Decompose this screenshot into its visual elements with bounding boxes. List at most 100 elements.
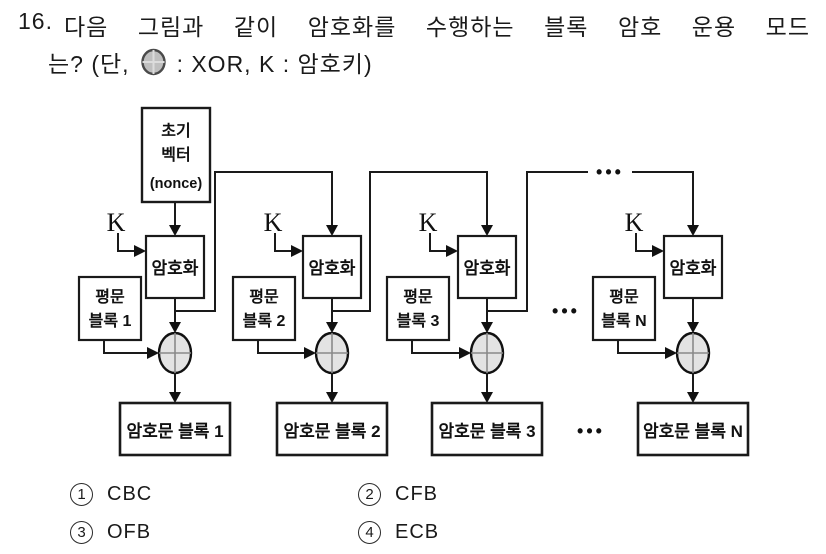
cipher-label-2: 암호문 블록 2 (283, 422, 380, 441)
feedback-line-into-encrypt4 (632, 171, 694, 225)
plain4-to-xor-arrow (665, 347, 677, 359)
plain3-to-xor-line (411, 340, 459, 354)
key-label-3: K (419, 208, 438, 237)
iv-line2: 벡터 (161, 146, 190, 164)
encrypt4-out-arrow (687, 322, 699, 333)
cipher-box-1 (118, 401, 232, 457)
plain3-line2: 블록 3 (397, 312, 440, 330)
option-4-number: 4 (358, 521, 381, 544)
key-arrow-1 (134, 245, 146, 257)
option-4: 4 ECB (358, 521, 439, 544)
plain4-line1: 평문 (609, 288, 639, 306)
encrypt-box-1 (144, 234, 206, 300)
question-line2-prefix: 는? (단, (48, 51, 130, 77)
feedback-arrow-into-encrypt4 (687, 225, 699, 236)
question-number: 16. (18, 8, 53, 34)
encrypt-label-4: 암호화 (670, 259, 717, 278)
xor-cross-2 (316, 333, 348, 373)
plain2-line2: 블록 2 (243, 312, 286, 330)
key-label-1: K (107, 208, 126, 237)
iv-line1: 초기 (161, 122, 190, 140)
key-elbow-1 (117, 233, 134, 252)
encrypt-label-1: 암호화 (152, 259, 199, 278)
key-elbow-3 (429, 233, 446, 252)
cipher-label-3: 암호문 블록 3 (438, 422, 535, 441)
plain-box-4 (591, 275, 657, 342)
cipher-box-2 (275, 401, 389, 457)
option-3-number: 3 (70, 521, 93, 544)
xor-cross-3 (471, 333, 503, 373)
key-elbow-2 (274, 233, 291, 252)
key-arrow-3 (446, 245, 458, 257)
feedback-arrow-into-encrypt2 (326, 225, 338, 236)
q-word: 다음 (64, 14, 109, 40)
iv-to-encrypt1-arrow (169, 225, 181, 236)
option-3: 3 OFB (70, 521, 151, 544)
cipher-box-3 (430, 401, 544, 457)
stage-2: K 암호화 평문 블록 2 암호문 블록 2 (231, 171, 493, 457)
key-arrow-4 (652, 245, 664, 257)
key-arrow-2 (291, 245, 303, 257)
q-word: 암호 (617, 14, 663, 40)
plain1-line1: 평문 (95, 288, 125, 306)
encrypt-label-2: 암호화 (309, 259, 356, 278)
plain4-to-xor-line (617, 340, 665, 354)
option-1: 1 CBC (70, 483, 152, 506)
encrypt-label-3: 암호화 (464, 259, 511, 278)
option-1-number: 1 (70, 483, 93, 506)
xor3-out-arrow (481, 392, 493, 403)
option-2-label: CFB (395, 483, 438, 505)
cipher-label-1: 암호문 블록 1 (126, 422, 223, 441)
option-3-label: OFB (107, 521, 152, 543)
encrypt2-out-arrow (326, 322, 338, 333)
plain1-line2: 블록 1 (89, 312, 132, 330)
ellipsis-bottom: ••• (577, 421, 605, 441)
xor-cross-4 (677, 333, 709, 373)
stage-4: K 암호화 평문 블록 N 암호문 블록 N (591, 208, 750, 457)
plain-box-2 (231, 275, 297, 342)
ellipsis-middle: ••• (552, 301, 580, 321)
plain3-line1: 평문 (403, 288, 433, 306)
feedback-line-1to2 (175, 171, 333, 312)
q-word: 그림과 (137, 14, 205, 40)
stage-3: K 암호화 ••• 평문 블록 3 암호문 블록 3 (385, 162, 699, 457)
cipher-label-4: 암호문 블록 N (643, 422, 743, 441)
key-label-4: K (625, 208, 644, 237)
option-2: 2 CFB (358, 483, 438, 506)
plain-box-1 (77, 275, 143, 342)
plain2-line1: 평문 (249, 288, 279, 306)
encrypt1-out-arrow (169, 322, 181, 333)
key-label-2: K (264, 208, 283, 237)
xor-cross-1 (159, 333, 191, 373)
plain2-to-xor-arrow (304, 347, 316, 359)
ellipsis-top: ••• (596, 162, 624, 182)
q-word: 블록 (544, 14, 589, 40)
xor-icon (140, 48, 166, 76)
iv-line3: (nonce) (150, 176, 203, 192)
question-line1: 다음 그림과 같이 암호화를 수행하는 블록 암호 운용 모드 (64, 8, 810, 42)
q-word: 수행하는 (425, 14, 515, 40)
plain1-to-xor-arrow (147, 347, 159, 359)
option-1-label: CBC (107, 483, 153, 505)
plain1-to-xor-line (103, 340, 147, 354)
option-4-label: ECB (395, 521, 440, 543)
xor1-out-arrow (169, 392, 181, 403)
q-word: 같이 (233, 14, 279, 40)
plain2-to-xor-line (257, 340, 304, 354)
key-elbow-4 (635, 233, 652, 252)
q-word: 운용 (691, 14, 737, 40)
feedback-line-3-partial (487, 171, 588, 312)
feedback-arrow-into-encrypt3 (481, 225, 493, 236)
cipher-box-4 (636, 401, 750, 457)
plain3-to-xor-arrow (459, 347, 471, 359)
xor2-out-arrow (326, 392, 338, 403)
stage-1: K 암호화 평문 블록 1 암호문 블록 1 (77, 171, 338, 457)
question-line2-suffix: : XOR, K : 암호키) (176, 51, 373, 77)
xor4-out-arrow (687, 392, 699, 403)
plain-box-3 (385, 275, 451, 342)
q-word: 모드 (765, 14, 810, 40)
q-word: 암호화를 (307, 14, 397, 40)
feedback-line-2to3 (332, 171, 488, 312)
